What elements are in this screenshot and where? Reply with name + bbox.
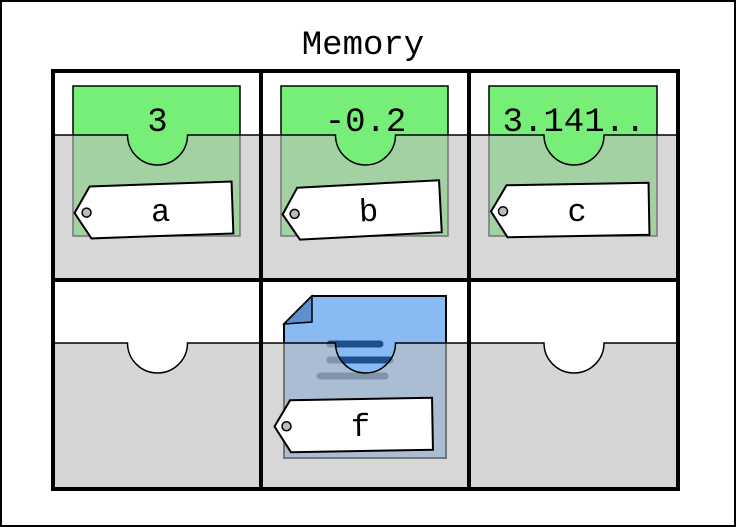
variable-name-label: b (358, 194, 379, 232)
name-tag: c (489, 181, 651, 239)
tag-hole (281, 421, 292, 432)
value-text: -0.2 (325, 104, 407, 142)
memory-cell (469, 342, 679, 489)
tag-hole (289, 208, 300, 220)
variable-name-label: a (150, 194, 170, 232)
tag-icon (489, 181, 651, 239)
memory-cell (53, 342, 262, 489)
diagram-title: Memory (302, 27, 424, 65)
tag-icon (273, 396, 434, 454)
empty-pocket (53, 342, 262, 489)
tag-icon (73, 180, 235, 240)
memory-cell: 3.141..c (469, 85, 679, 280)
name-tag: f (273, 396, 434, 454)
name-tag: a (73, 180, 235, 240)
variable-name-label: f (351, 409, 371, 446)
tag-hole (497, 206, 509, 217)
document-fold-icon (282, 294, 313, 325)
memory-cell: 3a (53, 85, 262, 280)
memory-grid (51, 69, 680, 491)
tag-hole (81, 207, 92, 218)
memory-cell: f (261, 294, 470, 489)
name-tag: b (281, 179, 443, 241)
empty-pocket (469, 342, 679, 489)
memory-cell: -0.2 b (261, 85, 470, 280)
variable-name-label: c (567, 194, 587, 231)
tag-icon (281, 179, 443, 241)
value-text: 3 (147, 104, 167, 142)
